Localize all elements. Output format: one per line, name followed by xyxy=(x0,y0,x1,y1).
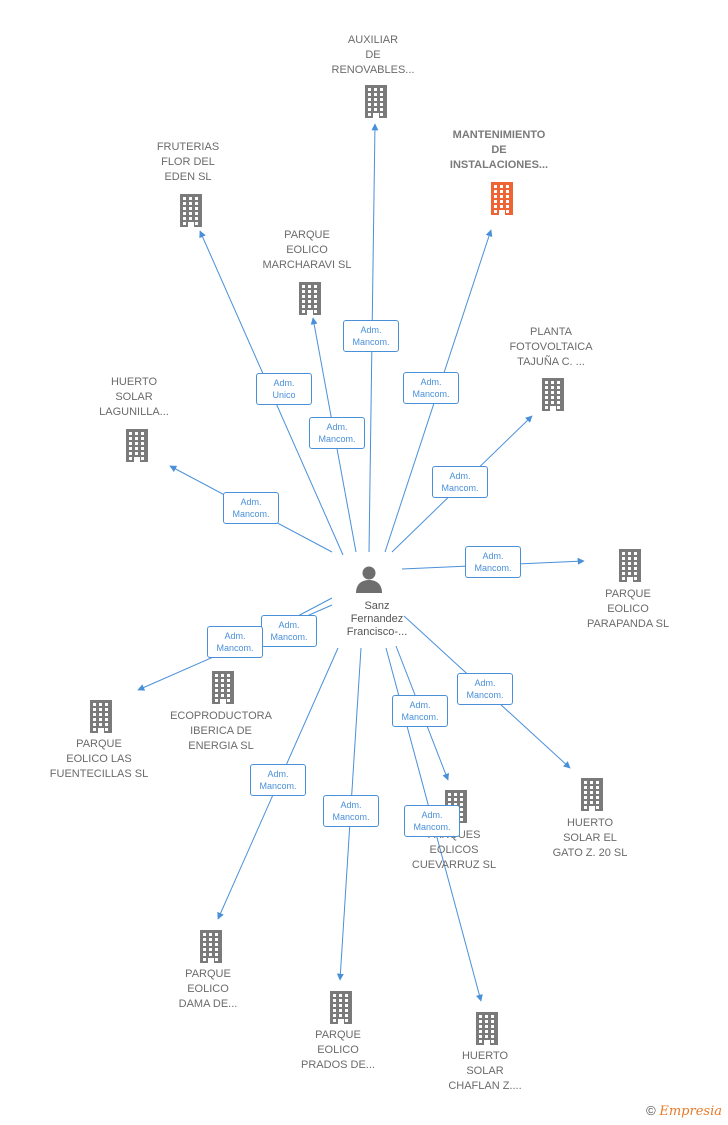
edge-label-planta[interactable]: Adm. Mancom. xyxy=(432,466,488,498)
person-icon[interactable] xyxy=(354,564,384,594)
edge-label-ecoproductora[interactable]: Adm. Mancom. xyxy=(261,615,317,647)
building-icon[interactable] xyxy=(196,929,226,963)
company-label-fuentecillas[interactable]: PARQUE EOLICO LAS FUENTECILLAS SL xyxy=(49,738,149,780)
company-label-auxiliar[interactable]: AUXILIAR DE RENOVABLES... xyxy=(331,34,415,76)
company-label-parapanda[interactable]: PARQUE EOLICO PARAPANDA SL xyxy=(586,588,670,630)
edge-label-marcharavi[interactable]: Adm. Mancom. xyxy=(309,417,365,449)
company-label-gato[interactable]: HUERTO SOLAR EL GATO Z. 20 SL xyxy=(552,817,628,859)
company-label-mantenimiento[interactable]: MANTENIMIENTO DE INSTALACIONES... xyxy=(449,129,549,171)
company-label-planta[interactable]: PLANTA FOTOVOLTAICA TAJUÑA C. ... xyxy=(509,326,593,368)
building-icon[interactable] xyxy=(577,777,607,811)
edge-label-mantenimiento[interactable]: Adm. Mancom. xyxy=(403,372,459,404)
company-label-chaflan[interactable]: HUERTO SOLAR CHAFLAN Z.... xyxy=(448,1050,522,1092)
company-label-ecoproductora[interactable]: ECOPRODUCTORA IBERICA DE ENERGIA SL xyxy=(170,710,272,752)
building-icon[interactable] xyxy=(176,193,206,227)
building-icon[interactable] xyxy=(86,699,116,733)
building-icon[interactable] xyxy=(487,181,517,215)
edge-label-fruterias[interactable]: Adm. Unico xyxy=(256,373,312,405)
edge-label-gato[interactable]: Adm. Mancom. xyxy=(457,673,513,705)
building-icon[interactable] xyxy=(295,281,325,315)
building-icon[interactable] xyxy=(472,1011,502,1045)
building-icon[interactable] xyxy=(122,428,152,462)
center-person-label[interactable]: Sanz Fernandez Francisco-... xyxy=(346,600,408,638)
company-label-lagunilla[interactable]: HUERTO SOLAR LAGUNILLA... xyxy=(99,376,169,418)
copyright-symbol: © xyxy=(646,1103,656,1118)
company-label-fruterias[interactable]: FRUTERIAS FLOR DEL EDEN SL xyxy=(156,141,220,183)
edge-label-cuevarruz[interactable]: Adm. Mancom. xyxy=(392,695,448,727)
edge-label-lagunilla[interactable]: Adm. Mancom. xyxy=(223,492,279,524)
building-icon[interactable] xyxy=(538,377,568,411)
building-icon[interactable] xyxy=(326,990,356,1024)
edge-label-parapanda[interactable]: Adm. Mancom. xyxy=(465,546,521,578)
edge-label-prados[interactable]: Adm. Mancom. xyxy=(323,795,379,827)
edge-label-chaflan[interactable]: Adm. Mancom. xyxy=(404,805,460,837)
footer: © Empresia xyxy=(646,1103,722,1119)
company-label-marcharavi[interactable]: PARQUE EOLICO MARCHARAVI SL xyxy=(262,229,352,271)
brand-logo[interactable]: Empresia xyxy=(659,1104,722,1119)
building-icon[interactable] xyxy=(615,548,645,582)
edge-label-fuentecillas[interactable]: Adm. Mancom. xyxy=(207,626,263,658)
building-icon[interactable] xyxy=(208,670,238,704)
edge-label-auxiliar[interactable]: Adm. Mancom. xyxy=(343,320,399,352)
edge-label-dama[interactable]: Adm. Mancom. xyxy=(250,764,306,796)
company-label-prados[interactable]: PARQUE EOLICO PRADOS DE... xyxy=(301,1029,375,1071)
company-label-dama[interactable]: PARQUE EOLICO DAMA DE... xyxy=(178,968,238,1010)
building-icon[interactable] xyxy=(361,84,391,118)
